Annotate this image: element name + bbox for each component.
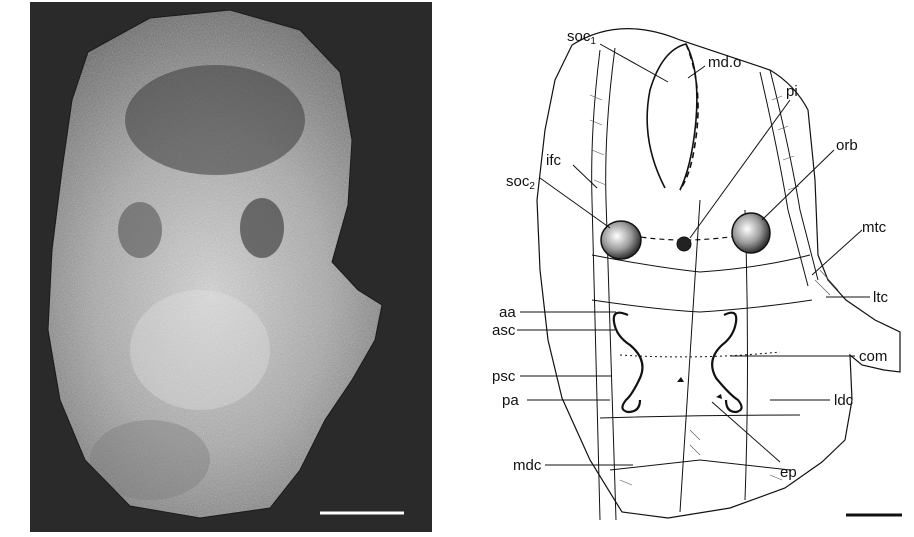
right-orbit [732,213,770,253]
label-com: com [859,348,887,365]
label-soc1: soc1 [567,28,596,47]
left-orbit [601,221,641,259]
label-orb: orb [836,137,858,154]
label-pi: pi [786,83,798,100]
interpretive-drawing: soc1 md.o pi ifc orb soc2 mtc ltc aa asc… [492,28,902,520]
label-soc2: soc2 [506,173,535,192]
label-ldc: ldc [834,392,854,409]
label-aa: aa [499,304,516,321]
label-asc: asc [492,322,516,339]
pineal-foramen [677,237,691,251]
specimen-outline [537,29,900,518]
label-mdc: mdc [513,457,542,474]
label-pa: pa [502,392,519,409]
label-ltc: ltc [873,289,889,306]
label-ep: ep [780,464,797,481]
fossil-photograph [30,2,432,532]
label-ifc: ifc [546,152,562,169]
label-mtc: mtc [862,219,887,236]
label-mdo: md.o [708,54,741,71]
label-psc: psc [492,368,516,385]
